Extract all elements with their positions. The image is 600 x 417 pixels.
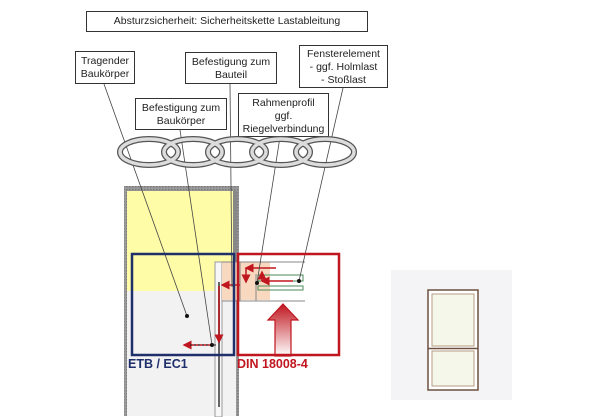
etb-region xyxy=(130,252,236,357)
label-tragender-baukoerper: Tragender Baukörper xyxy=(75,51,135,84)
diagram-title: Absturzsicherheit: Sicherheitskette Last… xyxy=(86,11,368,32)
label-fensterelement: Fensterelement - ggf. Holmlast - Stoßlas… xyxy=(299,45,388,88)
safety-chain xyxy=(117,136,357,168)
etb-label: ETB / EC1 xyxy=(128,357,188,371)
din-label: DIN 18008-4 xyxy=(237,357,308,371)
label-befestigung-baukoerper: Befestigung zum Baukörper xyxy=(135,98,227,130)
impact-load-arrow xyxy=(266,303,300,357)
load-points xyxy=(185,279,301,347)
din-region xyxy=(236,252,341,357)
window-element-icon xyxy=(391,270,512,400)
label-rahmenprofil: Rahmenprofil ggf. Riegelverbindung xyxy=(238,93,329,137)
label-befestigung-bauteil: Befestigung zum Bauteil xyxy=(185,52,277,84)
